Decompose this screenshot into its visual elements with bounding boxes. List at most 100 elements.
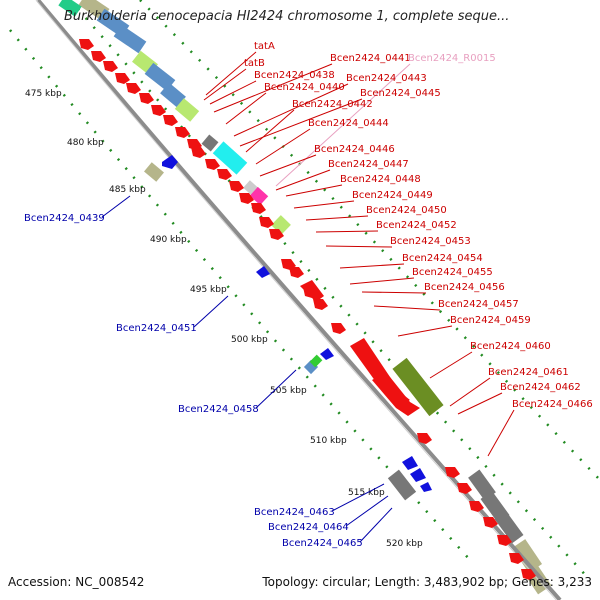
forward-cds-arrow	[239, 193, 254, 204]
feature-label[interactable]: Bcen2424_0458	[178, 404, 259, 415]
feature-label[interactable]: Bcen2424_0464	[268, 522, 349, 533]
reverse-cds-arrow	[410, 468, 426, 482]
cog-block	[511, 539, 543, 573]
forward-cds-arrow	[205, 159, 220, 170]
feature-label[interactable]: Bcen2424_0463	[254, 507, 335, 518]
forward-cds-arrow	[175, 127, 190, 138]
label-leader-line	[397, 325, 453, 337]
feature-label[interactable]: Bcen2424_0451	[116, 323, 197, 334]
reverse-cds-arrow	[320, 348, 334, 360]
forward-cds-arrow	[483, 517, 498, 528]
forward-cds-arrow	[139, 93, 154, 104]
feature-label[interactable]: Bcen2424_0448	[340, 174, 421, 185]
feature-label[interactable]: Bcen2424_R0015	[408, 53, 496, 64]
label-leader-line	[487, 409, 515, 457]
feature-label[interactable]: Bcen2424_0449	[352, 190, 433, 201]
feature-label[interactable]: Bcen2424_0462	[500, 382, 581, 393]
feature-label[interactable]: tatB	[244, 58, 265, 69]
label-leader-line	[259, 154, 317, 177]
feature-label[interactable]: Bcen2424_0444	[308, 118, 389, 129]
cog-block	[113, 24, 147, 54]
reverse-cds-track	[162, 155, 432, 492]
tick-label: 505 kbp	[270, 386, 307, 396]
forward-cds-arrow	[251, 203, 266, 214]
feature-label[interactable]: Bcen2424_0443	[346, 73, 427, 84]
forward-cds-arrow	[103, 61, 118, 72]
label-leader-line	[101, 195, 131, 218]
forward-cds-arrow	[300, 280, 324, 302]
tick-label: 475 kbp	[25, 89, 62, 99]
feature-label[interactable]: Bcen2424_0456	[424, 282, 505, 293]
label-leader-line	[255, 128, 311, 165]
feature-label[interactable]: Bcen2424_0450	[366, 205, 447, 216]
genome-stats: Topology: circular; Length: 3,483,902 bp…	[262, 575, 592, 589]
feature-label[interactable]: Bcen2424_0441	[330, 53, 411, 64]
feature-label[interactable]: Bcen2424_0438	[254, 70, 335, 81]
feature-label[interactable]: Bcen2424_0442	[292, 99, 373, 110]
reverse-cds-arrow	[402, 456, 418, 470]
label-leader-line	[193, 295, 229, 328]
label-leader-line	[233, 83, 349, 137]
forward-cds-arrow	[229, 181, 244, 192]
forward-cds-arrow	[417, 433, 432, 444]
forward-cds-arrow	[163, 115, 178, 126]
label-leader-line	[429, 351, 473, 379]
label-leader-line	[285, 184, 343, 197]
label-leader-line	[359, 507, 393, 543]
map-title: Burkholderia cenocepacia HI2424 chromoso…	[64, 9, 510, 24]
forward-cds-arrow	[269, 229, 284, 240]
feature-label[interactable]: Bcen2424_0454	[402, 253, 483, 264]
cog-block	[201, 134, 219, 152]
right-feature-labels: tatAtatBBcen2424_0438Bcen2424_0441Bcen24…	[203, 41, 593, 457]
left-feature-labels: Bcen2424_0439Bcen2424_0451Bcen2424_0458B…	[24, 195, 393, 549]
tick-label: 520 kbp	[386, 539, 423, 549]
label-leader-line	[205, 51, 257, 96]
label-leader-line	[373, 305, 441, 311]
label-leader-line	[325, 245, 393, 248]
cog-block	[249, 186, 269, 206]
feature-label[interactable]: Bcen2424_0466	[512, 399, 593, 410]
feature-label[interactable]: Bcen2424_0446	[314, 144, 395, 155]
forward-cds-arrow	[445, 467, 460, 478]
feature-label[interactable]: Bcen2424_0445	[360, 88, 441, 99]
label-leader-line	[239, 98, 363, 147]
label-leader-line	[315, 230, 379, 233]
feature-label[interactable]: Bcen2424_0447	[328, 159, 409, 170]
feature-label[interactable]: Bcen2424_0461	[488, 367, 569, 378]
forward-cds-arrow	[151, 105, 166, 116]
feature-label[interactable]: Bcen2424_0459	[450, 315, 531, 326]
feature-label[interactable]: tatA	[254, 41, 275, 52]
forward-cds-arrow	[313, 299, 328, 310]
forward-cds-arrow	[521, 569, 536, 580]
cog-block	[494, 510, 524, 544]
feature-label[interactable]: Bcen2424_0465	[282, 538, 363, 549]
label-leader-line	[203, 68, 247, 101]
reverse-cds-arrow	[256, 266, 270, 278]
label-leader-line	[213, 63, 333, 113]
label-leader-line	[345, 495, 389, 527]
feature-label[interactable]: Bcen2424_0457	[438, 299, 519, 310]
tick-label: 510 kbp	[310, 436, 347, 446]
label-leader-line	[339, 263, 405, 269]
tick-label: 495 kbp	[190, 285, 227, 295]
feature-label[interactable]: Bcen2424_0439	[24, 213, 105, 224]
forward-cds-arrow	[469, 501, 484, 512]
label-leader-line	[305, 215, 369, 221]
forward-cds-track	[79, 39, 536, 580]
label-leader-line	[209, 80, 257, 105]
feature-label[interactable]: Bcen2424_0440	[264, 82, 345, 93]
feature-label[interactable]: Bcen2424_0460	[470, 341, 551, 352]
forward-cds-arrow	[331, 323, 346, 334]
forward-cds-arrow	[372, 372, 420, 416]
feature-label[interactable]: Bcen2424_0453	[390, 236, 471, 247]
large-features	[300, 280, 420, 416]
cog-block	[309, 354, 323, 368]
label-leader-line	[245, 109, 295, 153]
forward-cds-arrow	[126, 83, 141, 94]
feature-label[interactable]: Bcen2424_0455	[412, 267, 493, 278]
cog-block	[144, 162, 164, 182]
forward-cds-arrow	[509, 553, 524, 564]
feature-label[interactable]: Bcen2424_0452	[376, 220, 457, 231]
label-leader-line	[293, 200, 355, 209]
label-leader-line	[331, 483, 385, 512]
